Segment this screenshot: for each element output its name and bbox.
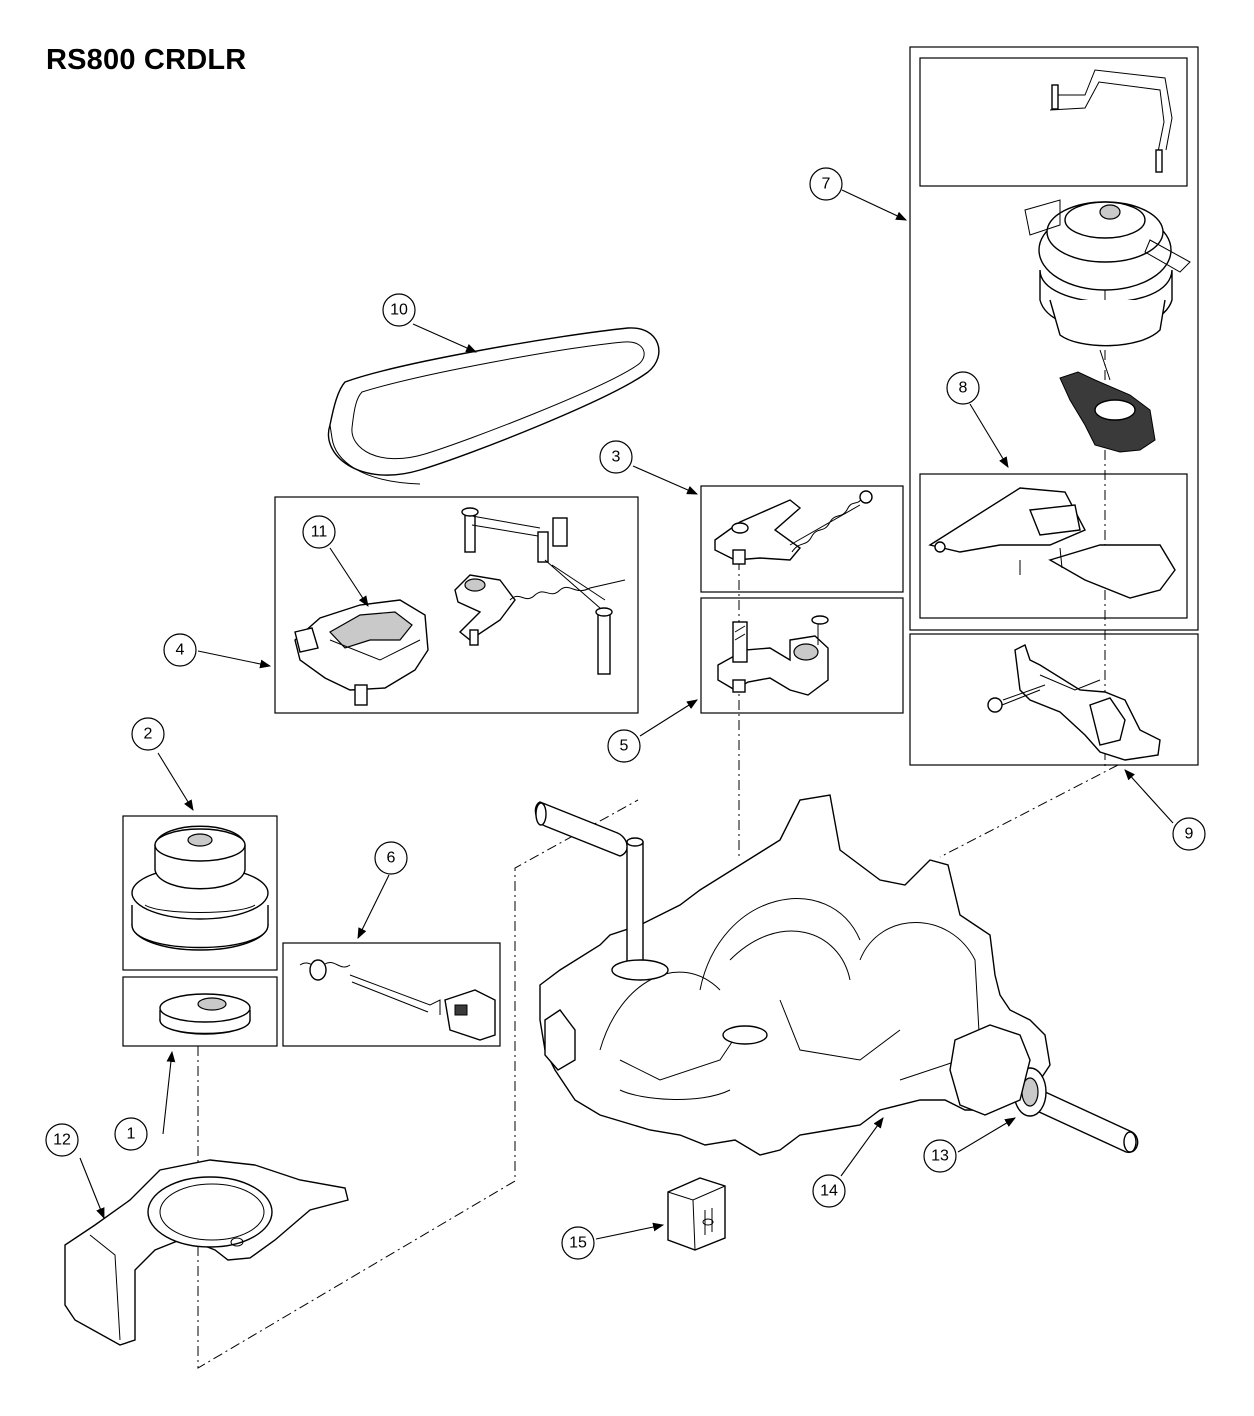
callout-5: 5 — [607, 729, 641, 763]
callout-14-label: 14 — [820, 1183, 838, 1200]
belt-part-10 — [327, 327, 660, 485]
callout-3: 3 — [599, 440, 633, 474]
box-part-9 — [909, 633, 1199, 766]
callout-11-label: 11 — [311, 524, 328, 541]
bracket-part-5 — [717, 615, 829, 696]
callout-5-label: 5 — [620, 738, 629, 755]
hub-part-1 — [159, 993, 251, 1035]
callout-9: 9 — [1172, 817, 1206, 851]
block-part-15 — [667, 1177, 726, 1251]
callout-4-label: 4 — [176, 642, 185, 659]
callout-11: 11 — [302, 515, 336, 549]
callout-13-label: 13 — [931, 1148, 949, 1165]
box-part-1 — [122, 976, 278, 1047]
control-assembly-part-4 — [294, 507, 626, 706]
callout-15: 15 — [561, 1226, 595, 1260]
diagram-title: RS800 CRDLR — [46, 44, 247, 76]
callout-12: 12 — [45, 1123, 79, 1157]
callout-14: 14 — [812, 1174, 846, 1208]
leader-lines — [79, 189, 1174, 1240]
callout-2: 2 — [131, 717, 165, 751]
callout-4: 4 — [163, 633, 197, 667]
pulley-part-2 — [131, 825, 269, 951]
callout-6-label: 6 — [387, 850, 396, 867]
arm-spring-part-3 — [714, 490, 873, 565]
callout-7-label: 7 — [822, 176, 831, 193]
callout-8: 8 — [946, 371, 980, 405]
box-part-2 — [122, 815, 278, 971]
callout-1: 1 — [114, 1117, 148, 1151]
callout-13: 13 — [923, 1139, 957, 1173]
shroud-part-12 — [64, 1159, 349, 1346]
box-part-5 — [700, 597, 904, 714]
rod-part-6 — [299, 959, 496, 1041]
callout-9-label: 9 — [1185, 826, 1194, 843]
callout-15-label: 15 — [569, 1235, 587, 1252]
callout-10-label: 10 — [390, 302, 408, 319]
alignment-lines — [197, 270, 1119, 1369]
callout-1-label: 1 — [127, 1126, 136, 1143]
callout-2-label: 2 — [144, 726, 153, 743]
callout-10: 10 — [382, 293, 416, 327]
callout-7: 7 — [809, 167, 843, 201]
bracket-part-9 — [987, 644, 1161, 761]
transaxle-part-14 — [534, 794, 1139, 1156]
pulley-part-7 — [1024, 69, 1191, 381]
box-part-7-link — [919, 57, 1188, 187]
callout-3-label: 3 — [612, 449, 621, 466]
arm-part-8 — [928, 371, 1176, 599]
callout-8-label: 8 — [959, 380, 968, 397]
box-part-7 — [909, 46, 1199, 631]
callout-12-label: 12 — [53, 1132, 71, 1149]
box-part-4 — [274, 496, 639, 714]
box-part-6 — [282, 942, 501, 1047]
part-boxes — [122, 46, 1199, 1047]
box-part-3 — [700, 485, 904, 593]
callout-6: 6 — [374, 841, 408, 875]
box-part-8 — [919, 473, 1188, 619]
